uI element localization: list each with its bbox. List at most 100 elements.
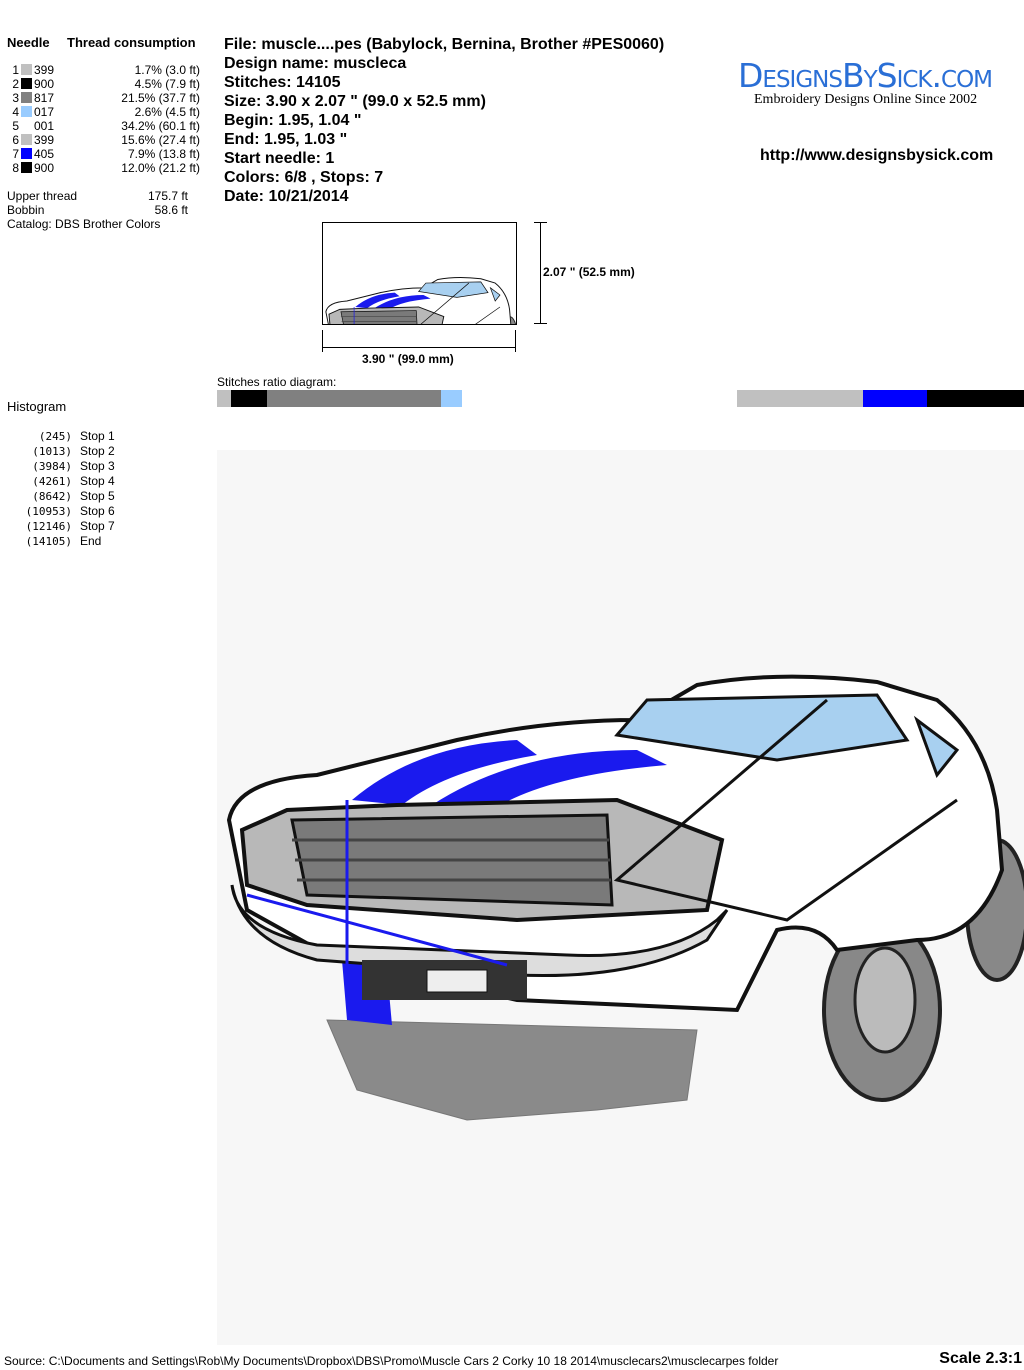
thread-row: 3 817 21.5% (37.7 ft) — [8, 91, 208, 105]
design-thumbnail — [322, 222, 518, 384]
histogram-title: Histogram — [7, 399, 67, 414]
dimension-tick — [534, 323, 547, 324]
thread-code: 817 — [34, 91, 55, 105]
car-embroidery-image — [227, 674, 1024, 1122]
thread-code: 900 — [34, 77, 55, 91]
dimension-tick — [322, 330, 323, 352]
ratio-segment — [217, 390, 231, 407]
height-dimension-label: 2.07 " (52.5 mm) — [543, 265, 635, 279]
catalog: Catalog: DBS Brother Colors — [7, 217, 161, 231]
ratio-segment — [440, 390, 462, 407]
needle-header: Needle — [7, 35, 50, 50]
end-point: End: 1.95, 1.03 " — [224, 131, 348, 148]
color-swatch — [21, 134, 32, 145]
ratio-segment — [461, 390, 738, 407]
stop-label: Stop 2 — [80, 444, 115, 458]
dimension-tick — [534, 222, 547, 223]
histogram-stop: (10953) Stop 6 — [8, 504, 148, 519]
thread-consumption: 15.6% (27.4 ft) — [121, 133, 200, 147]
color-swatch — [21, 148, 32, 159]
colors-stops: Colors: 6/8 , Stops: 7 — [224, 169, 384, 186]
needle-number: 5 — [12, 119, 19, 133]
source-path: Source: C:\Documents and Settings\Rob\My… — [4, 1354, 779, 1368]
ratio-segment — [737, 390, 864, 407]
needle-number: 6 — [12, 133, 19, 147]
ratio-segment — [863, 390, 928, 407]
logo-tagline: Embroidery Designs Online Since 2002 — [754, 92, 978, 107]
design-preview — [217, 450, 1024, 1345]
begin-point: Begin: 1.95, 1.04 " — [224, 112, 362, 129]
stop-stitch-count: (3984) — [32, 460, 72, 473]
stop-label: Stop 3 — [80, 459, 115, 473]
logo-title: DesignsBySick.com — [738, 56, 993, 95]
thread-row: 1 399 1.7% (3.0 ft) — [8, 63, 208, 77]
histogram-stop: (245) Stop 1 — [8, 429, 148, 444]
color-swatch — [21, 120, 32, 131]
thread-consumption: 4.5% (7.9 ft) — [134, 77, 200, 91]
thread-code: 017 — [34, 105, 55, 119]
thread-consumption: 2.6% (4.5 ft) — [134, 105, 200, 119]
car-thumbnail-image — [325, 277, 518, 384]
design-name: Design name: muscleca — [224, 55, 407, 72]
file-name: File: muscle....pes (Babylock, Bernina, … — [224, 36, 665, 53]
height-dimension-line — [540, 222, 541, 323]
stop-stitch-count: (1013) — [32, 445, 72, 458]
color-swatch — [21, 162, 32, 173]
stop-label: Stop 4 — [80, 474, 115, 488]
bobbin-label: Bobbin — [7, 203, 45, 217]
stop-label: Stop 7 — [80, 519, 115, 533]
width-dimension-line — [322, 347, 515, 348]
ratio-segment — [230, 390, 268, 407]
color-swatch — [21, 106, 32, 117]
thread-row: 4 017 2.6% (4.5 ft) — [8, 105, 208, 119]
thread-consumption-header: Thread consumption — [67, 35, 196, 50]
stop-label: Stop 6 — [80, 504, 115, 518]
width-dimension-label: 3.90 " (99.0 mm) — [362, 352, 454, 366]
thread-code: 399 — [34, 133, 55, 147]
thread-code: 900 — [34, 161, 55, 175]
scale-label: Scale 2.3:1 — [939, 1350, 1022, 1367]
color-swatch — [21, 92, 32, 103]
thread-consumption: 34.2% (60.1 ft) — [121, 119, 200, 133]
stop-stitch-count: (14105) — [25, 535, 72, 548]
date: Date: 10/21/2014 — [224, 188, 349, 205]
stitch-count: Stitches: 14105 — [224, 74, 341, 91]
stop-stitch-count: (10953) — [25, 505, 72, 518]
needle-number: 3 — [12, 91, 19, 105]
thread-code: 399 — [34, 63, 55, 77]
stop-stitch-count: (245) — [38, 430, 72, 443]
stitches-ratio-diagram — [217, 390, 1024, 407]
ratio-segment — [927, 390, 1024, 407]
thread-consumption: 1.7% (3.0 ft) — [134, 63, 200, 77]
stop-label: Stop 5 — [80, 489, 115, 503]
stop-label: Stop 1 — [80, 429, 115, 443]
needle-number: 1 — [12, 63, 19, 77]
design-size: Size: 3.90 x 2.07 " (99.0 x 52.5 mm) — [224, 93, 486, 110]
upper-thread-value: 175.7 ft — [147, 189, 188, 203]
stop-label: End — [80, 534, 102, 548]
stop-stitch-count: (12146) — [25, 520, 72, 533]
color-swatch — [21, 78, 32, 89]
dimension-tick — [515, 330, 516, 352]
upper-thread-label: Upper thread — [7, 189, 78, 203]
histogram-stop: (1013) Stop 2 — [8, 444, 148, 459]
start-needle: Start needle: 1 — [224, 150, 335, 167]
thread-row: 8 900 12.0% (21.2 ft) — [8, 161, 208, 175]
website-url[interactable]: http://www.designsbysick.com — [760, 147, 994, 164]
thread-row: 6 399 15.6% (27.4 ft) — [8, 133, 208, 147]
stop-stitch-count: (4261) — [32, 475, 72, 488]
stop-stitch-count: (8642) — [32, 490, 72, 503]
needle-number: 8 — [12, 161, 19, 175]
stitches-ratio-label: Stitches ratio diagram: — [217, 375, 337, 389]
histogram-stop: (4261) Stop 4 — [8, 474, 148, 489]
bobbin-value: 58.6 ft — [154, 203, 188, 217]
thread-consumption: 12.0% (21.2 ft) — [121, 161, 200, 175]
needle-number: 4 — [12, 105, 19, 119]
thread-code: 405 — [34, 147, 55, 161]
thread-consumption: 21.5% (37.7 ft) — [121, 91, 200, 105]
needle-number: 7 — [12, 147, 19, 161]
histogram-stop: (3984) Stop 3 — [8, 459, 148, 474]
